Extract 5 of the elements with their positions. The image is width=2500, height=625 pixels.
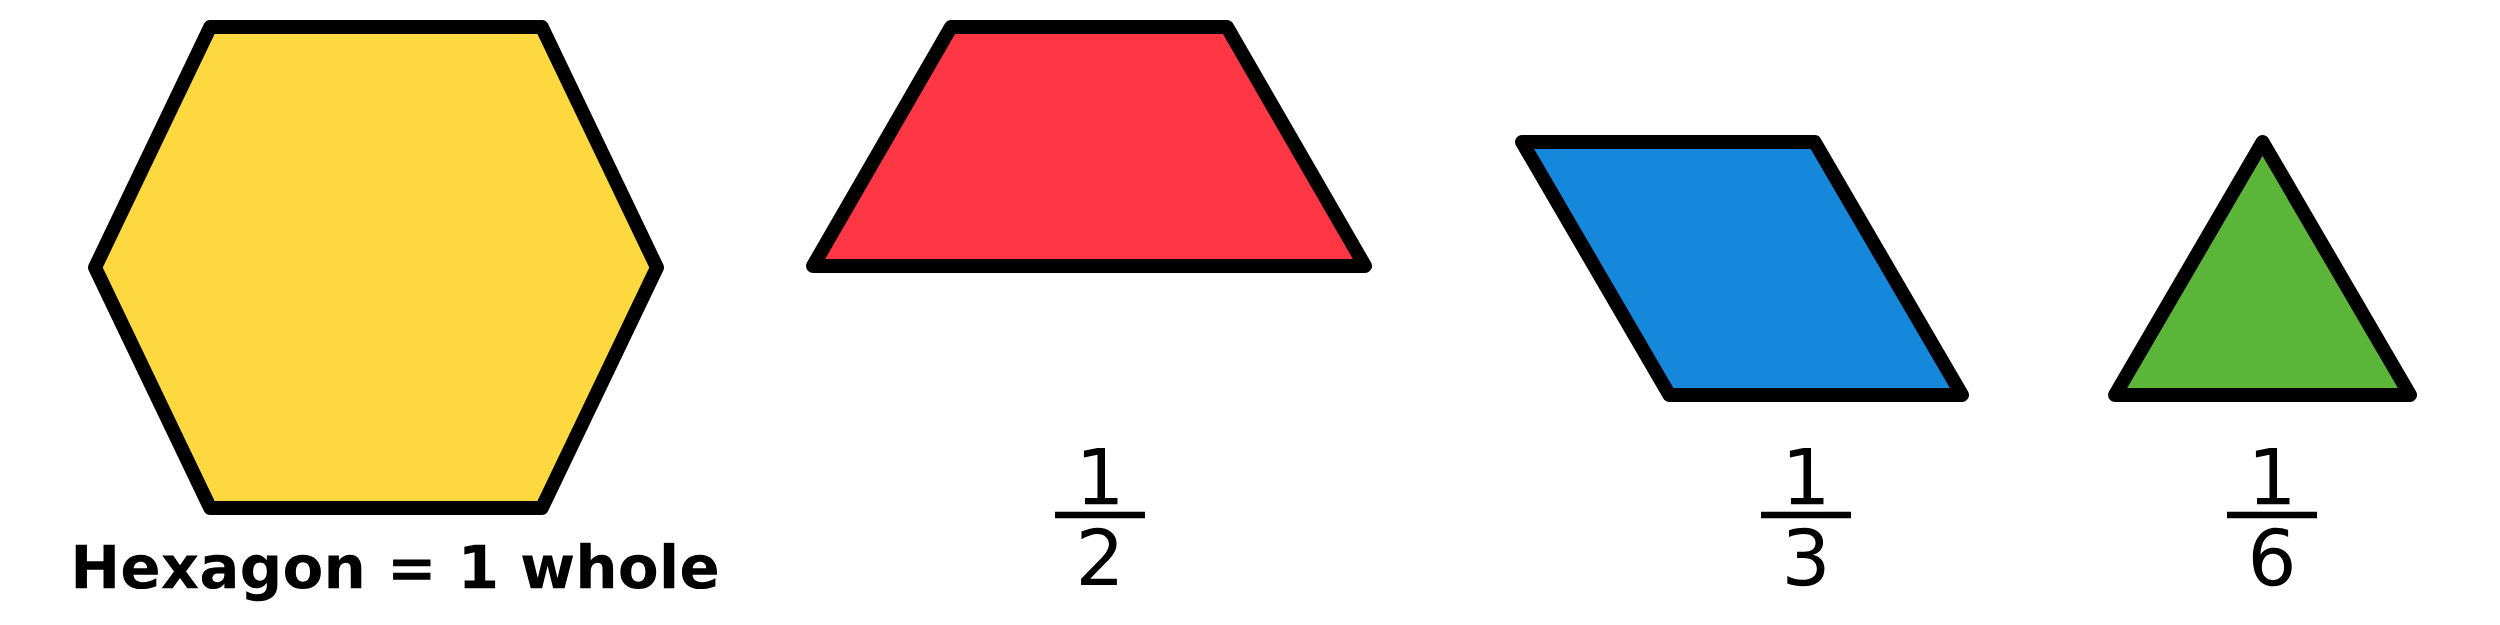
trapezoid [806, 20, 1372, 273]
hexagon [88, 20, 664, 515]
parallelogram [1515, 135, 1969, 402]
shape-caption: Hexagon = 1 whole [75, 542, 717, 602]
triangle [2108, 135, 2418, 402]
